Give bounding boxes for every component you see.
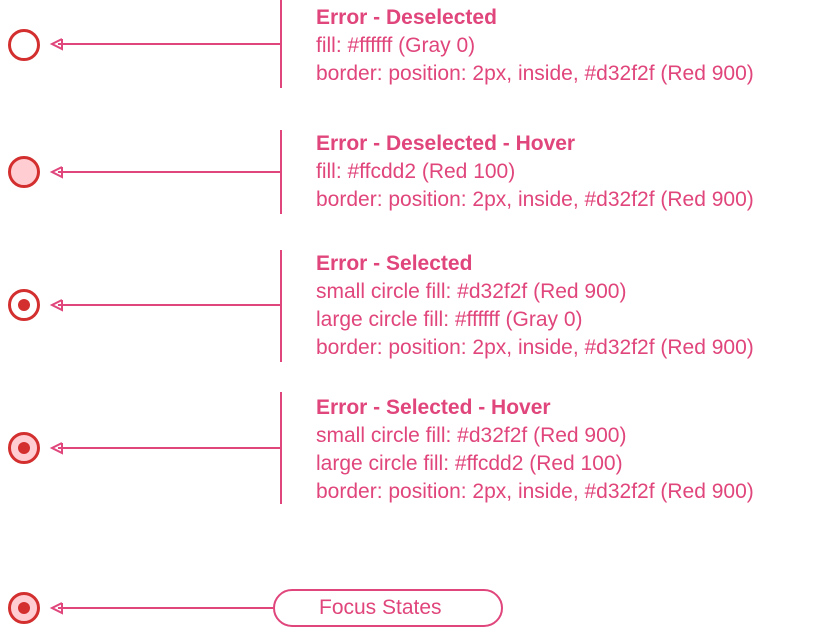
radio-error-selected (8, 289, 40, 321)
annotation-title: Error - Selected - Hover (316, 396, 551, 419)
annotation-line: large circle fill: #ffffff (Gray 0) (316, 308, 583, 331)
radio-error-deselected-hover (8, 156, 40, 188)
annotation-line: border: position: 2px, inside, #d32f2f (… (316, 480, 754, 503)
radio-dot (18, 299, 30, 311)
annotation-line: border: position: 2px, inside, #d32f2f (… (316, 188, 754, 211)
arrowhead-icon (49, 166, 63, 179)
radio-error-selected-hover (8, 432, 40, 464)
focus-states-label: Focus States (273, 589, 503, 627)
annotation-error-deselected: Error - Deselected fill: #ffffff (Gray 0… (316, 4, 754, 88)
annotation-line: fill: #ffffff (Gray 0) (316, 34, 476, 57)
radio-error-focus (8, 592, 40, 624)
annotation-line: border: position: 2px, inside, #d32f2f (… (316, 336, 754, 359)
annotation-title: Error - Deselected - Hover (316, 132, 576, 155)
arrowhead-icon (49, 299, 63, 312)
arrowhead-icon (49, 442, 63, 455)
annotation-error-deselected-hover: Error - Deselected - Hover fill: #ffcdd2… (316, 130, 754, 214)
annotation-line: border: position: 2px, inside, #d32f2f (… (316, 62, 754, 85)
annotation-title: Error - Selected (316, 252, 473, 275)
arrowhead-icon (49, 602, 63, 615)
annotation-line: large circle fill: #ffcdd2 (Red 100) (316, 452, 623, 475)
radio-dot (18, 602, 30, 614)
annotation-error-selected-hover: Error - Selected - Hover small circle fi… (316, 394, 754, 506)
annotation-line: fill: #ffcdd2 (Red 100) (316, 160, 516, 183)
annotation-error-selected: Error - Selected small circle fill: #d32… (316, 250, 754, 362)
arrowhead-icon (49, 38, 63, 51)
radio-dot (18, 442, 30, 454)
radio-error-deselected (8, 29, 40, 61)
annotation-line: small circle fill: #d32f2f (Red 900) (316, 280, 627, 303)
annotation-line: small circle fill: #d32f2f (Red 900) (316, 424, 627, 447)
annotation-title: Error - Deselected (316, 6, 497, 29)
